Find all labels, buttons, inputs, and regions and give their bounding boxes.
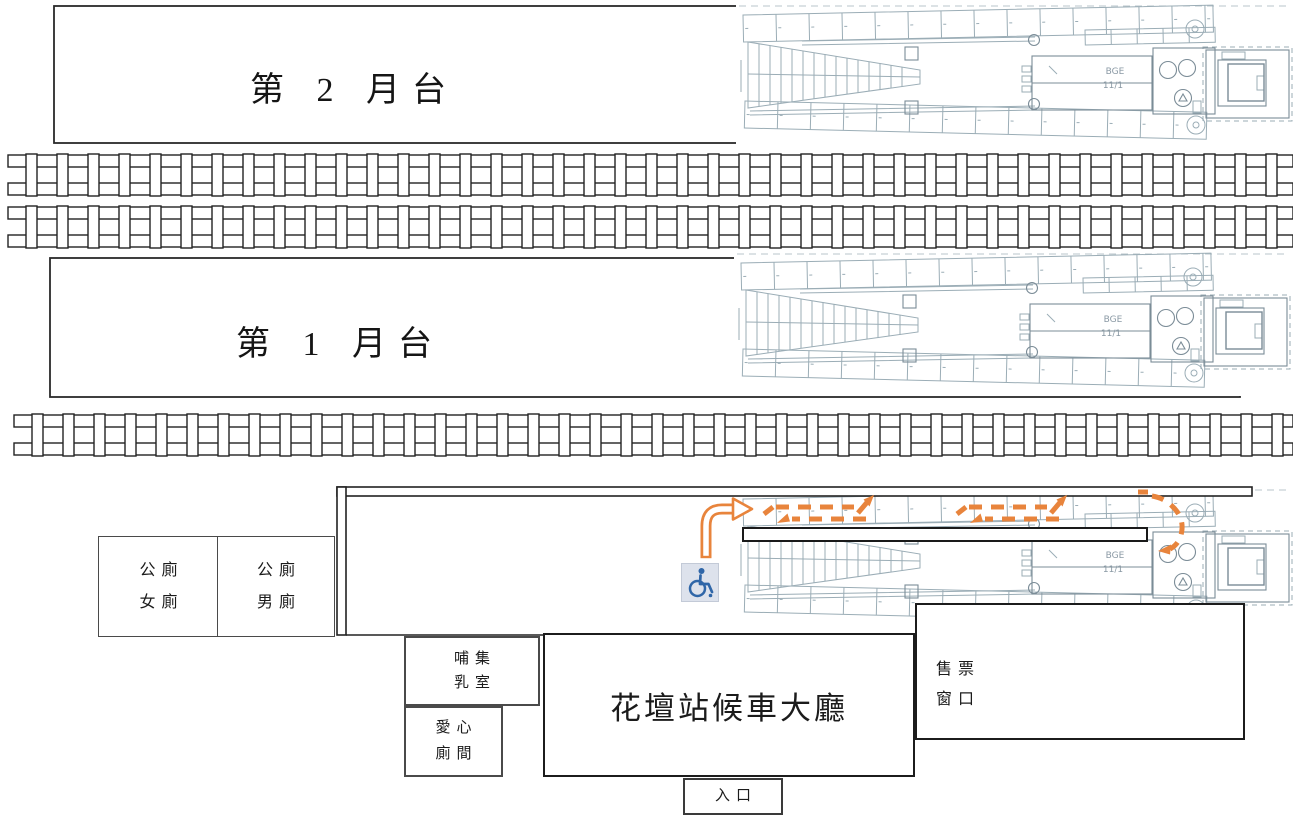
platform-edge-wall — [742, 527, 1148, 542]
room-label: 公廁 — [139, 562, 184, 580]
room-label: 哺集 — [453, 651, 496, 667]
turn-right-arrow-icon — [700, 497, 754, 559]
room-nursing-room: 哺集 乳室 — [404, 636, 540, 706]
wheelchair-accessible-icon — [681, 563, 719, 602]
platform-1-label: 第 1 月台 — [236, 326, 444, 363]
room-public-toilet-female: 公廁 女廁 — [98, 536, 219, 637]
railway-track-upper — [7, 153, 1293, 197]
concourse-left-wall — [336, 486, 347, 636]
railway-track-middle — [7, 205, 1293, 249]
concourse-top-wall — [336, 486, 1253, 497]
room-label: 公廁 — [256, 562, 301, 580]
railway-track-lower — [13, 413, 1293, 457]
room-label: 乳室 — [453, 675, 496, 691]
platform-structure-sketch — [733, 251, 1292, 397]
room-waiting-hall: 花壇站候車大廳 — [543, 633, 915, 777]
room-ticket-window: 售票 窗口 — [915, 603, 1245, 740]
room-label: 女廁 — [139, 593, 184, 611]
room-accessible-toilet: 愛心 廁間 — [404, 706, 503, 777]
entrance-label: 入口 — [714, 787, 757, 804]
room-label: 愛心 — [435, 720, 478, 736]
room-public-toilet-male: 公廁 男廁 — [217, 536, 335, 637]
station-entrance: 入口 — [683, 778, 783, 815]
waiting-hall-label: 花壇站候車大廳 — [610, 690, 848, 726]
room-label: 售票 — [936, 661, 981, 678]
platform-structure-sketch — [735, 3, 1293, 149]
accessible-route-dashed-arrows — [762, 489, 1185, 555]
room-label: 廁間 — [435, 745, 478, 762]
room-label: 男廁 — [256, 593, 301, 611]
platform-2-label: 第 2 月台 — [250, 72, 458, 109]
room-label: 窗口 — [936, 690, 981, 708]
